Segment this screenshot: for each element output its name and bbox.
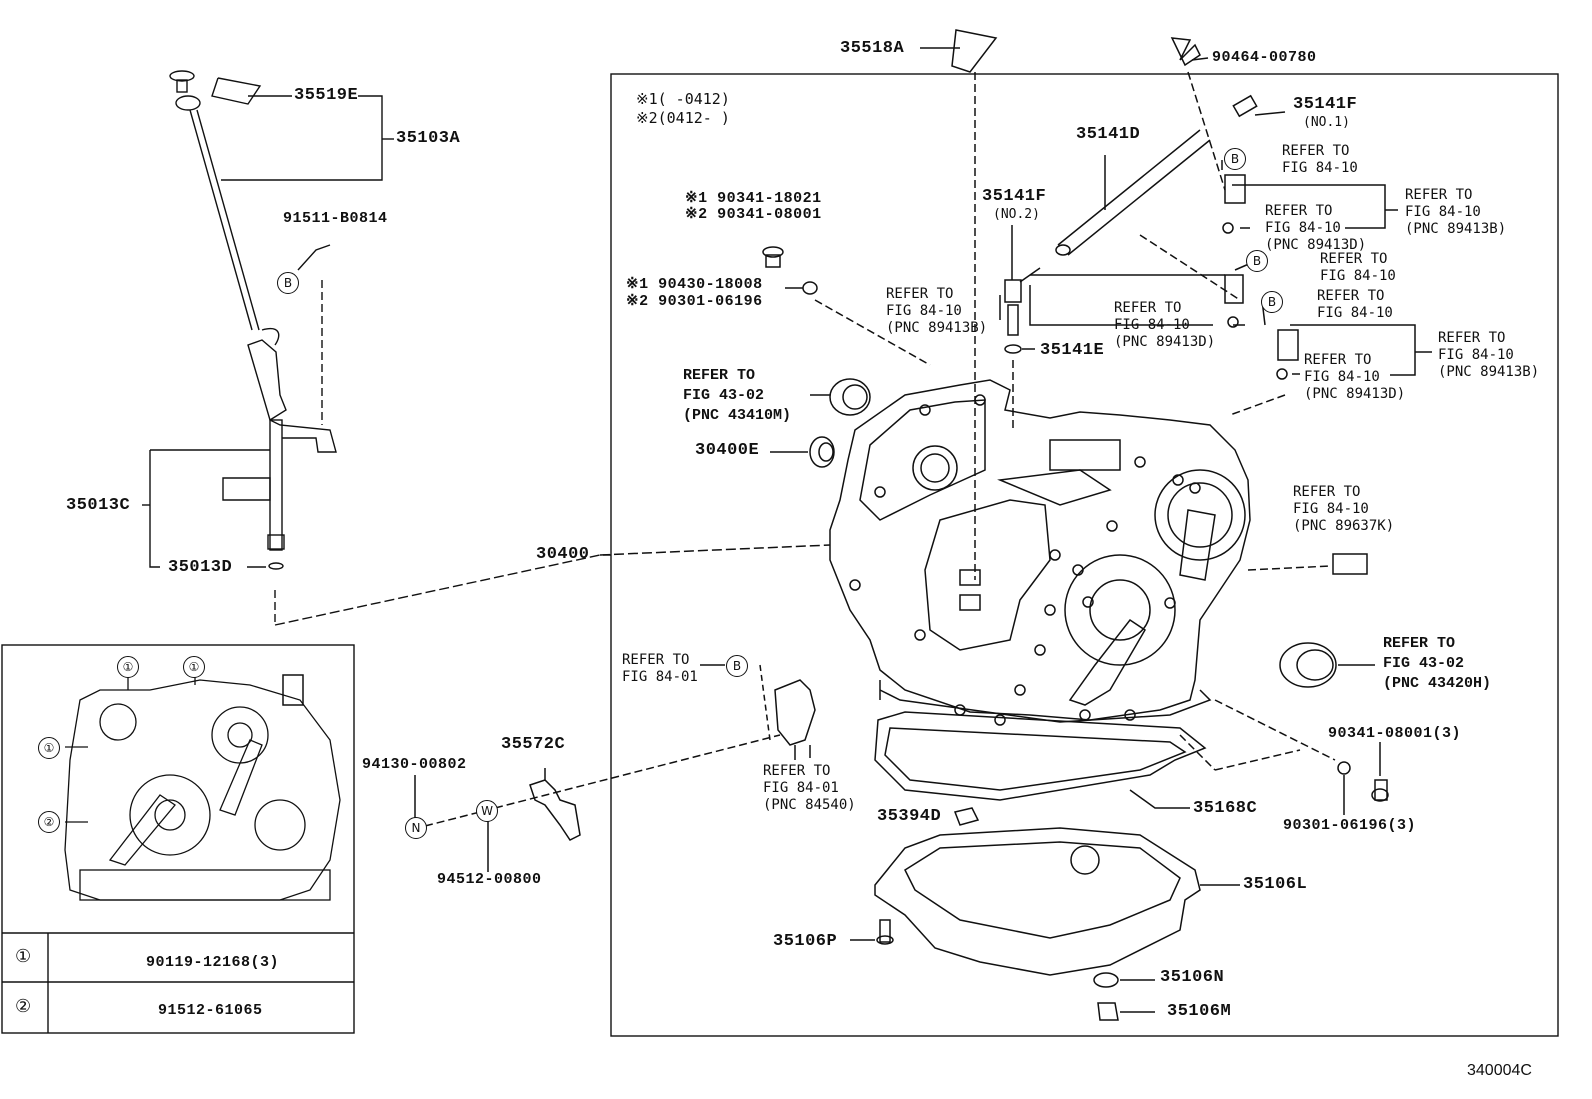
part-gasket-1[interactable]: ※1 90430-18008	[626, 276, 763, 293]
part-35168C[interactable]: 35168C	[1193, 799, 1258, 818]
legend-note-2: ※2(0412- )	[636, 109, 730, 127]
refer-fig-84-10-a[interactable]: REFER TO FIG 84-10	[1282, 143, 1358, 176]
figure-code: 340004C	[1467, 1062, 1532, 1079]
marker-b-2: B	[1246, 250, 1268, 272]
part-gasket-2[interactable]: ※2 90301-06196	[626, 293, 763, 310]
inset-table-part-1[interactable]: 90119-12168(3)	[146, 954, 280, 971]
refer-fig-84-10-c[interactable]: REFER TO FIG 84-10	[1317, 288, 1393, 321]
part-35141F-no1[interactable]: 35141F	[1293, 95, 1358, 114]
part-30400E[interactable]: 30400E	[695, 441, 760, 460]
part-35106P[interactable]: 35106P	[773, 932, 838, 951]
marker-b-dipstick: B	[277, 272, 299, 294]
refer-fig-84-10-pnc-89413d-c[interactable]: REFER TO FIG 84-10 (PNC 89413D)	[1114, 300, 1216, 350]
refer-fig-84-10-pnc-89413b-c[interactable]: REFER TO FIG 84-10 (PNC 89413B)	[886, 286, 988, 336]
inset-table-key-1: ①	[15, 946, 32, 966]
inset-callout-1a: ①	[117, 656, 139, 678]
part-35106M[interactable]: 35106M	[1167, 1002, 1232, 1021]
inset-table-key-2: ②	[15, 996, 32, 1016]
part-35141F-no1-sub: (NO.1)	[1303, 115, 1350, 130]
part-35013D[interactable]: 35013D	[168, 558, 233, 577]
part-35106N[interactable]: 35106N	[1160, 968, 1225, 987]
inset-callout-2: ②	[38, 811, 60, 833]
marker-b-4: B	[726, 655, 748, 677]
marker-w: W	[476, 800, 498, 822]
marker-b-1: B	[1224, 148, 1246, 170]
part-bolt-1[interactable]: ※1 90341-18021	[685, 190, 822, 207]
refer-fig-84-10-pnc-89413d-b[interactable]: REFER TO FIG 84-10 (PNC 89413D)	[1304, 352, 1406, 402]
refer-fig-84-10-pnc-89413b-b[interactable]: REFER TO FIG 84-10 (PNC 89413B)	[1438, 330, 1540, 380]
refer-fig-84-01-a[interactable]: REFER TO FIG 84-01	[622, 652, 698, 685]
refer-fig-84-10-pnc-89413d-a[interactable]: REFER TO FIG 84-10 (PNC 89413D)	[1265, 203, 1367, 253]
refer-fig-84-10-pnc-89413b-a[interactable]: REFER TO FIG 84-10 (PNC 89413B)	[1405, 187, 1507, 237]
inset-table-part-2[interactable]: 91512-61065	[158, 1002, 263, 1019]
part-35103A[interactable]: 35103A	[396, 129, 461, 148]
part-35013C[interactable]: 35013C	[66, 496, 131, 515]
part-90341-08001-qty3[interactable]: 90341-08001(3)	[1328, 725, 1462, 742]
refer-fig-43-02-pnc-43420h[interactable]: REFER TO FIG 43-02 (PNC 43420H)	[1383, 635, 1492, 692]
inset-transaxle-drawing	[64, 676, 341, 901]
part-94512-00800[interactable]: 94512-00800	[437, 871, 542, 888]
part-35141E[interactable]: 35141E	[1040, 341, 1105, 360]
part-35106L[interactable]: 35106L	[1243, 875, 1308, 894]
part-35394D[interactable]: 35394D	[877, 807, 942, 826]
part-35519E[interactable]: 35519E	[294, 86, 359, 105]
part-35572C[interactable]: 35572C	[501, 735, 566, 754]
part-35518A[interactable]: 35518A	[840, 39, 905, 58]
refer-fig-84-01-pnc-84540[interactable]: REFER TO FIG 84-01 (PNC 84540)	[763, 763, 856, 813]
refer-fig-84-10-b[interactable]: REFER TO FIG 84-10	[1320, 251, 1396, 284]
refer-fig-43-02-pnc-43410m[interactable]: REFER TO FIG 43-02 (PNC 43410M)	[683, 367, 792, 424]
transaxle-drawing	[282, 29, 1432, 1021]
inset-callout-1c: ①	[38, 737, 60, 759]
part-90301-06196-qty3[interactable]: 90301-06196(3)	[1283, 817, 1417, 834]
marker-b-3: B	[1261, 291, 1283, 313]
dipstick-drawing	[142, 70, 601, 626]
inset-frame	[1, 644, 355, 1034]
part-35141F-no2[interactable]: 35141F	[982, 187, 1047, 206]
part-90464-00780[interactable]: 90464-00780	[1212, 49, 1317, 66]
inset-callout-1b: ①	[183, 656, 205, 678]
part-94130-00802[interactable]: 94130-00802	[362, 756, 467, 773]
part-bolt-2[interactable]: ※2 90341-08001	[685, 206, 822, 223]
part-91511-B0814[interactable]: 91511-B0814	[283, 210, 388, 227]
refer-fig-84-10-pnc-89637k[interactable]: REFER TO FIG 84-10 (PNC 89637K)	[1293, 484, 1395, 534]
marker-n: N	[405, 817, 427, 839]
part-35141D[interactable]: 35141D	[1076, 125, 1141, 144]
legend-note-1: ※1( -0412)	[636, 90, 730, 108]
part-30400[interactable]: 30400	[536, 545, 590, 564]
part-35141F-no2-sub: (NO.2)	[993, 207, 1040, 222]
